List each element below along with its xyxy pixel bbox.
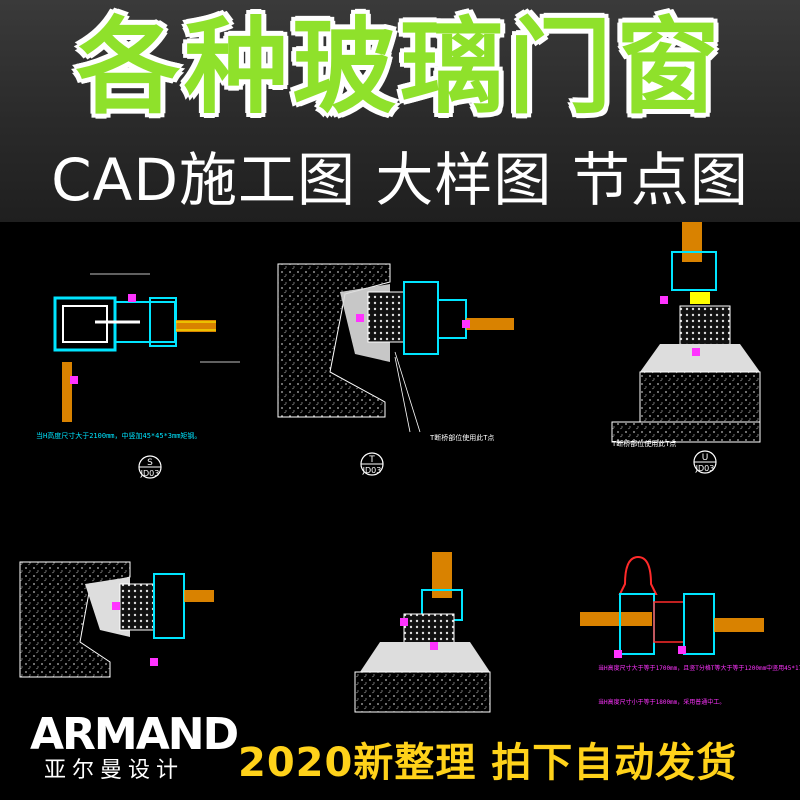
cad-drawing-area: 当H高度尺寸大于2100mm，中竖加45*45*3mm矩钢。 S JD03 T断… [0,222,800,800]
detail-6-note-1: 当H高度尺寸大于等于1700mm，且竖T分格T等大于等于1200mm中竖用45*… [598,664,800,672]
detail-u-tag: U [702,453,709,463]
detail-6-note-2: 当H高度尺寸小于等于1800mm，采用普通中工。 [598,698,725,706]
detail-u-note: T断桥部位使用此T点 [612,439,676,448]
promo-slogan: 2020新整理 拍下自动发货 [238,740,738,786]
detail-s-ref: JD03 [140,469,160,478]
detail-t-note: T断桥部位使用此T点 [430,433,494,442]
page-subtitle: CAD施工图 大样图 节点图 [51,146,749,214]
cad-drawing-svg: 当H高度尺寸大于2100mm，中竖加45*45*3mm矩钢。 S JD03 T断… [19,222,800,713]
detail-6: 当H高度尺寸大于等于1700mm，且竖T分格T等大于等于1200mm中竖用45*… [580,555,800,706]
header-banner: 各种玻璃门窗 CAD施工图 大样图 节点图 [0,0,800,222]
detail-5 [354,552,491,713]
detail-s-note: 当H高度尺寸大于2100mm，中竖加45*45*3mm矩钢。 [36,431,201,440]
detail-t-ref: JD03 [362,466,382,475]
detail-s-tag: S [147,458,153,468]
brand-subtitle: 亚尔曼设计 [44,758,185,783]
detail-t: T断桥部位使用此T点 T JD03 [277,263,514,476]
detail-u: T断桥部位使用此T点 U JD03 [611,222,761,474]
detail-t-tag: T [368,455,375,465]
brand-name: ARMAND [30,709,239,760]
detail-u-ref: JD03 [695,464,715,473]
detail-4 [19,561,214,678]
detail-s: 当H高度尺寸大于2100mm，中竖加45*45*3mm矩钢。 S JD03 [36,273,240,479]
page-title: 各种玻璃门窗 [75,6,724,128]
